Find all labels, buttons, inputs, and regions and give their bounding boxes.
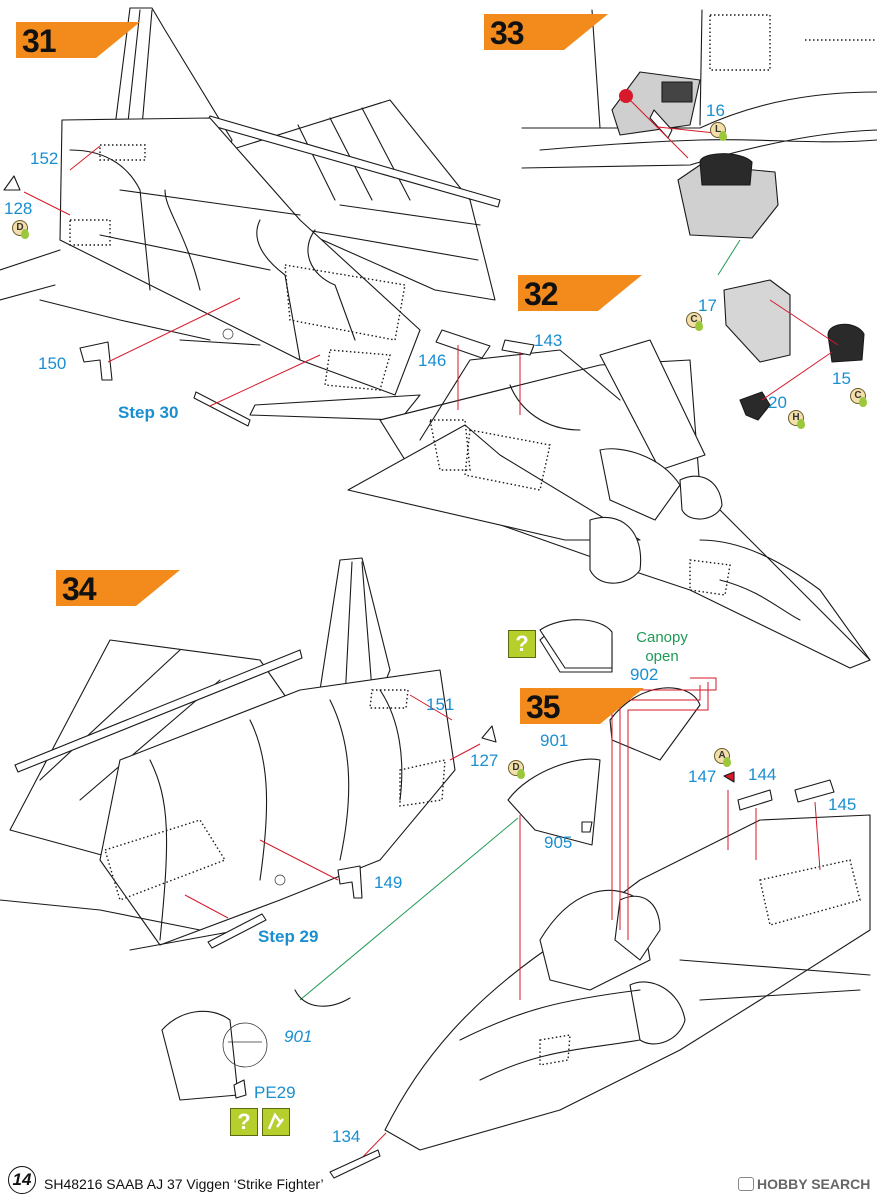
watermark: HOBBY SEARCH — [738, 1176, 870, 1192]
part-17: 17 — [698, 296, 717, 315]
step33-badge: 33 — [484, 14, 608, 51]
part-16: 16 — [706, 101, 725, 120]
part-902: 902 — [630, 665, 659, 684]
page-number: 14 — [8, 1166, 36, 1194]
kit-title: SH48216 SAAB AJ 37 Viggen ‘Strike Fighte… — [44, 1176, 324, 1192]
part-134: 134 — [332, 1127, 361, 1146]
step32-badge: 32 — [518, 275, 642, 312]
step33-drawing — [521, 9, 877, 421]
step31-number: 31 — [22, 23, 57, 59]
watermark-icon — [738, 1177, 754, 1191]
step29-reference: Step 29 — [258, 927, 319, 946]
part-901-italic: 901 — [284, 1027, 313, 1046]
part-146: 146 — [418, 351, 447, 370]
part-905: 905 — [544, 833, 573, 852]
part-152: 152 — [30, 149, 59, 168]
color-code-15: C — [850, 388, 867, 408]
part-145: 145 — [828, 795, 857, 814]
step34-number: 34 — [62, 571, 97, 607]
step33-number: 33 — [490, 15, 525, 51]
part-149: 149 — [374, 873, 403, 892]
part-20: 20 — [768, 393, 787, 412]
color-code-20: H — [788, 410, 805, 430]
color-code-127: D — [508, 760, 525, 780]
step31-badge: 31 — [16, 22, 140, 59]
part-128: 128 — [4, 199, 33, 218]
part-150: 150 — [38, 354, 67, 373]
part-15: 15 — [832, 369, 851, 388]
step32-drawing — [347, 329, 871, 669]
step31-drawing — [0, 7, 501, 427]
step35-number: 35 — [526, 689, 561, 725]
part-pe29: PE29 — [254, 1083, 296, 1102]
canopy-open-note: Canopy open — [636, 629, 688, 665]
color-code-147: A — [714, 748, 731, 768]
optional-question-icon-2: ? — [230, 1108, 258, 1136]
watermark-text: HOBBY SEARCH — [757, 1176, 871, 1192]
flip-part-icon — [262, 1108, 290, 1136]
part-127: 127 — [470, 751, 499, 770]
optional-question-icon: ? — [508, 630, 536, 658]
step30-reference: Step 30 — [118, 403, 179, 422]
part-143: 143 — [534, 331, 563, 350]
step35-badge: 35 — [520, 688, 644, 725]
color-code-128: D — [12, 220, 29, 240]
canopy-open-drawing — [539, 619, 613, 669]
color-code-17: C — [686, 312, 703, 332]
part-151: 151 — [426, 695, 455, 714]
color-code-16: L — [710, 122, 727, 142]
step34-badge: 34 — [56, 570, 180, 607]
step32-number: 32 — [524, 276, 559, 312]
part-147: 147 — [688, 767, 717, 786]
part-901: 901 — [540, 731, 569, 750]
part-144: 144 — [748, 765, 777, 784]
step34-drawing — [0, 557, 497, 951]
